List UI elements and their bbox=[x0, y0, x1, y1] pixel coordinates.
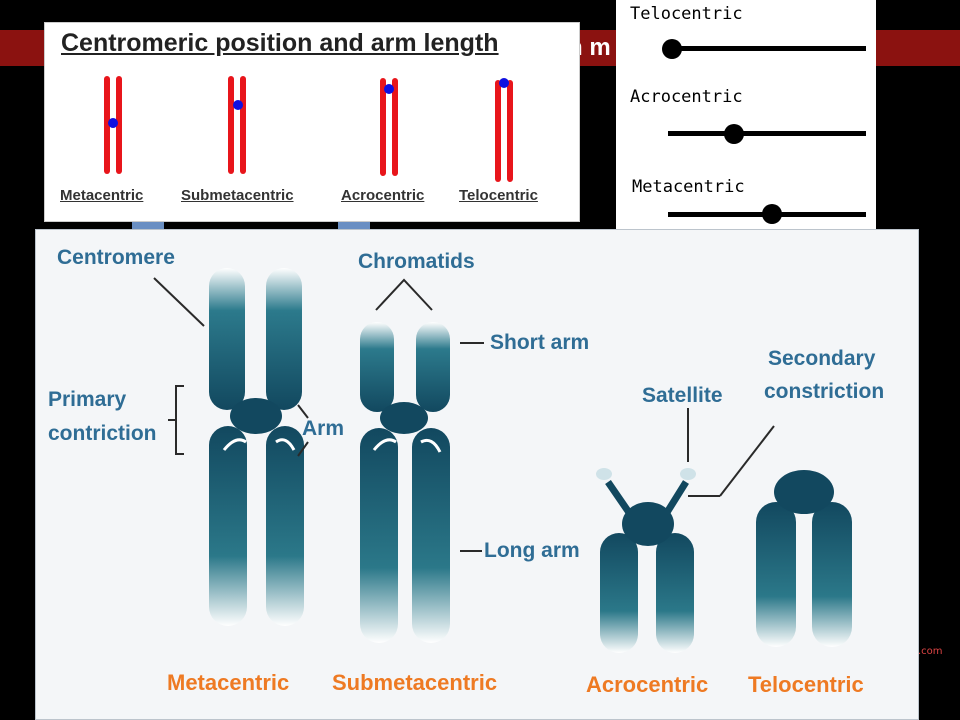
label-chromatids: Chromatids bbox=[358, 250, 475, 273]
slider-knob-metacentric[interactable] bbox=[762, 204, 782, 224]
label-short-arm: Short arm bbox=[490, 331, 590, 354]
metacentric-chromosome bbox=[209, 268, 304, 626]
telocentric-centromere-dot bbox=[499, 78, 509, 88]
chromosome-structure-diagram: Centromere Chromatids Short arm Primary … bbox=[35, 229, 919, 720]
submetacentric-chromosome bbox=[360, 322, 450, 643]
slider-knob-acrocentric[interactable] bbox=[724, 124, 744, 144]
label-arm: Arm bbox=[302, 417, 345, 440]
chromosome-illustrations bbox=[153, 268, 852, 653]
slider-label-acrocentric: Acrocentric bbox=[630, 87, 743, 107]
panel-title: Centromeric position and arm length bbox=[61, 29, 499, 57]
label-secondary: Secondary bbox=[768, 347, 876, 370]
telocentric-chromosome bbox=[756, 470, 852, 647]
type-metacentric: Metacentric bbox=[167, 670, 290, 695]
label-satellite: Satellite bbox=[642, 384, 723, 407]
label-acrocentric: Acrocentric bbox=[341, 187, 425, 204]
submetacentric-centromere-dot bbox=[233, 100, 243, 110]
label-constriction: constriction bbox=[764, 380, 885, 403]
satellite-right bbox=[680, 468, 696, 480]
red-chromosomes bbox=[104, 76, 513, 182]
label-contriction: contriction bbox=[48, 422, 157, 445]
label-long-arm: Long arm bbox=[484, 539, 580, 562]
tab-marker-left bbox=[132, 222, 164, 230]
label-centromere: Centromere bbox=[57, 246, 175, 269]
metacentric-centromere-dot bbox=[108, 118, 118, 128]
label-primary: Primary bbox=[48, 388, 127, 411]
acrocentric-centromere-dot bbox=[384, 84, 394, 94]
satellite-left bbox=[596, 468, 612, 480]
type-telocentric: Telocentric bbox=[748, 672, 864, 697]
centromeric-position-panel: Centromeric position and arm length Meta… bbox=[44, 22, 580, 222]
footer-mark: .com bbox=[918, 646, 943, 657]
label-submetacentric: Submetacentric bbox=[181, 187, 294, 204]
type-acrocentric: Acrocentric bbox=[586, 672, 709, 697]
pointer-lines bbox=[153, 277, 775, 552]
label-metacentric: Metacentric bbox=[60, 187, 144, 204]
slider-label-telocentric: Telocentric bbox=[630, 4, 743, 24]
tab-marker-right bbox=[338, 222, 370, 230]
slider-label-metacentric: Metacentric bbox=[632, 177, 745, 197]
slider-track-telocentric[interactable] bbox=[670, 46, 866, 51]
acrocentric-chromosome bbox=[596, 468, 696, 653]
slider-knob-telocentric[interactable] bbox=[662, 39, 682, 59]
label-telocentric: Telocentric bbox=[459, 187, 538, 204]
slider-track-acrocentric[interactable] bbox=[668, 131, 866, 136]
slider-panel: Telocentric Acrocentric Metacentric bbox=[616, 0, 876, 230]
type-submetacentric: Submetacentric bbox=[332, 670, 498, 695]
